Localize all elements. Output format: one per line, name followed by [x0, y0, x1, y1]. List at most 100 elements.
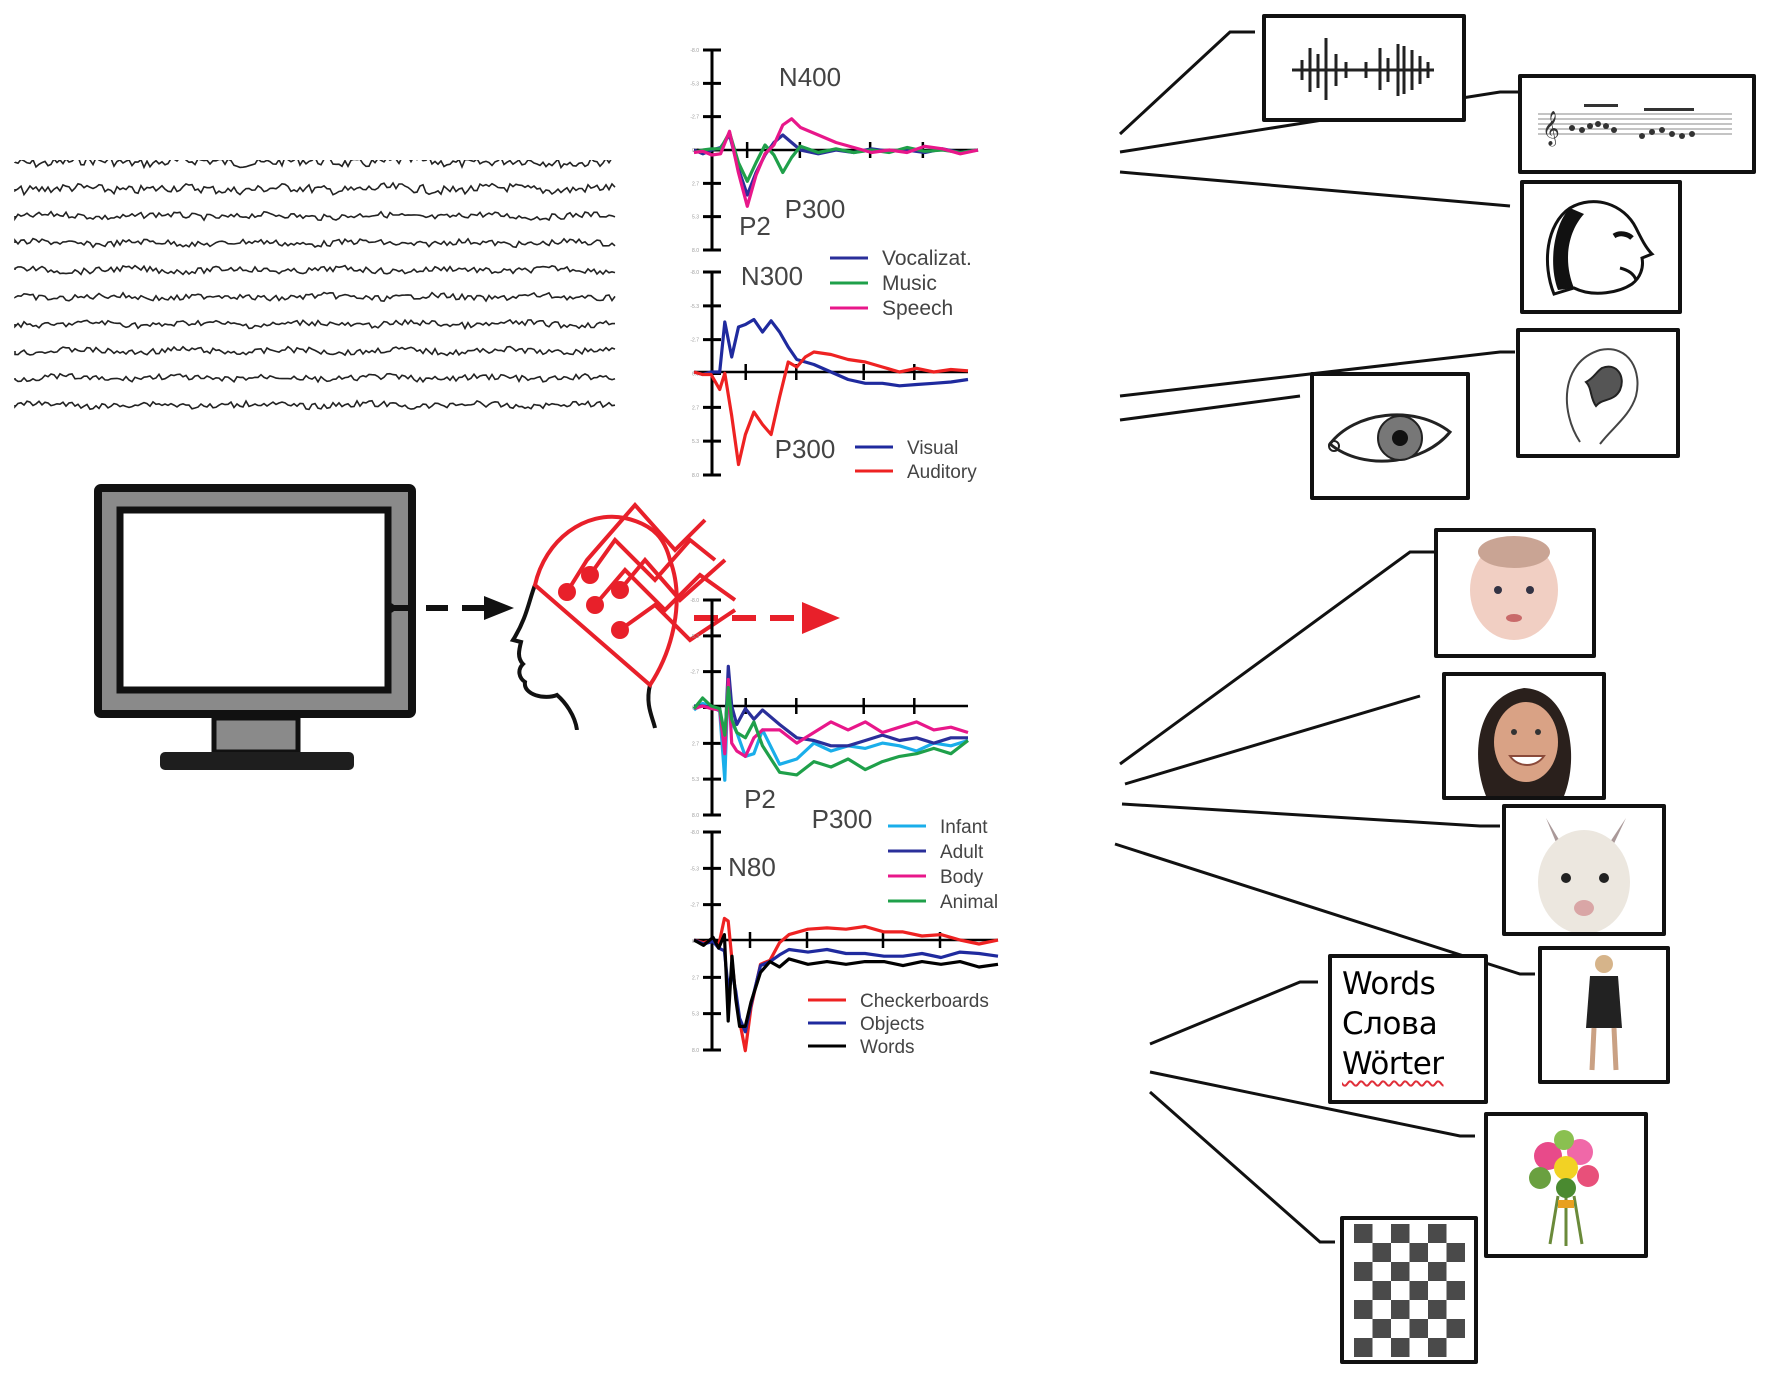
y-tick-label: 8.0 — [692, 813, 699, 819]
y-tick-label: -5.3 — [690, 866, 699, 872]
y-tick-label: -5.3 — [690, 81, 699, 87]
erp-chart-1: -8.0-5.3-2.70.02.75.38.0N400P2P300Vocali… — [690, 48, 979, 320]
y-tick-label: 8.0 — [692, 473, 699, 479]
annotation-p300: P300 — [775, 434, 836, 464]
legend-label: Speech — [882, 297, 953, 320]
checker-square — [1409, 1319, 1428, 1338]
eeg-traces-group — [14, 160, 616, 411]
stimulus-object — [1484, 1112, 1648, 1258]
infant-face-icon — [1470, 536, 1558, 640]
y-tick-label: 5.3 — [692, 777, 699, 783]
series-speech — [693, 117, 979, 208]
y-tick-label: -8.0 — [690, 598, 699, 604]
checker-square — [1354, 1262, 1373, 1281]
monitor-icon — [94, 484, 416, 770]
y-tick-label: 8.0 — [692, 248, 699, 254]
series-infant — [693, 673, 969, 782]
stimulus-speech-waveform — [1262, 14, 1466, 122]
eeg-trace — [14, 160, 612, 170]
series-animal — [692, 685, 969, 777]
eeg-cap-head-icon — [509, 501, 737, 730]
stimulus-infant-face — [1434, 528, 1596, 658]
connector-words — [1149, 980, 1318, 1046]
eeg-trace — [14, 399, 616, 411]
y-tick-label: -8.0 — [690, 48, 699, 54]
checker-square — [1428, 1300, 1447, 1319]
checkerboard-icon — [1354, 1224, 1465, 1357]
legend-label: Auditory — [907, 462, 977, 483]
y-tick-label: -2.7 — [690, 903, 699, 909]
legend-label: Objects — [860, 1014, 924, 1035]
checker-square — [1446, 1319, 1465, 1338]
series-auditory — [693, 350, 969, 467]
checker-square — [1428, 1338, 1447, 1357]
connector-music — [1119, 90, 1520, 154]
legend-label: Animal — [940, 892, 998, 913]
annotation-p2: P2 — [739, 211, 771, 241]
annotation-p2: P2 — [744, 784, 776, 814]
series-words — [693, 933, 999, 1028]
word-russian: Слова — [1342, 1006, 1438, 1042]
legend-label: Vocalizat. — [882, 247, 972, 270]
legend-label: Visual — [907, 438, 958, 459]
legend-label: Music — [882, 272, 937, 295]
eeg-trace — [14, 291, 616, 303]
eeg-trace — [14, 318, 615, 331]
checker-square — [1409, 1281, 1428, 1300]
stimulus-ear — [1516, 328, 1680, 458]
legend-label: Checkerboards — [860, 991, 989, 1012]
legend-label: Body — [940, 867, 984, 888]
y-tick-label: 5.3 — [692, 215, 699, 221]
stimulus-words: Words Слова Wörter — [1328, 954, 1488, 1104]
y-tick-label: -5.3 — [690, 304, 699, 310]
y-tick-label: -8.0 — [690, 830, 699, 836]
y-tick-label: 2.7 — [692, 181, 699, 187]
word-english: Words — [1342, 966, 1436, 1002]
word-german: Wörter — [1342, 1046, 1444, 1082]
checker-square — [1354, 1224, 1373, 1243]
y-tick-label: -5.3 — [690, 634, 699, 640]
legend-label: Adult — [940, 842, 984, 863]
connector-vocalizing-face — [1119, 170, 1511, 208]
annotation-p300: P300 — [812, 804, 873, 834]
annotation-n400: N400 — [779, 62, 841, 92]
annotation-n80: N80 — [728, 852, 776, 882]
y-tick-label: 0.0 — [692, 372, 699, 378]
eeg-trace — [14, 345, 616, 357]
annotation-p300: P300 — [785, 194, 846, 224]
stimulus-checkerboard — [1340, 1216, 1478, 1364]
eeg-trace — [14, 181, 616, 197]
series-body — [693, 677, 969, 758]
body-icon — [1586, 955, 1622, 1071]
eye-icon — [1327, 413, 1453, 463]
checker-square — [1391, 1338, 1410, 1357]
connector-adult — [1124, 694, 1421, 786]
eeg-trace — [14, 237, 616, 249]
legend-label: Words — [860, 1037, 915, 1058]
connector-object — [1149, 1070, 1475, 1138]
connector-speech-waveform — [1118, 30, 1255, 136]
stimulus-music-score: 𝄞 — [1518, 74, 1756, 174]
eeg-trace — [14, 372, 616, 384]
series-checkerboards — [693, 916, 999, 1053]
checker-square — [1391, 1300, 1410, 1319]
eeg-raw-traces — [14, 160, 616, 411]
stimulus-adult-face — [1442, 672, 1606, 800]
y-tick-label: 2.7 — [692, 975, 699, 981]
y-tick-label: 5.3 — [692, 1012, 699, 1018]
y-tick-label: 2.7 — [692, 405, 699, 411]
alpaca-icon — [1538, 818, 1630, 932]
connector-eye — [1119, 394, 1301, 422]
speech-waveform-icon — [1292, 38, 1434, 100]
svg-text:𝄞: 𝄞 — [1542, 111, 1560, 147]
checker-square — [1354, 1338, 1373, 1357]
y-tick-label: 5.3 — [692, 439, 699, 445]
y-tick-label: 2.7 — [692, 741, 699, 747]
vocalizing-face-icon — [1545, 200, 1655, 296]
y-tick-label: 8.0 — [692, 1048, 699, 1054]
legend-label: Infant — [940, 817, 988, 838]
y-tick-label: -8.0 — [690, 270, 699, 276]
annotation-n300: N300 — [741, 261, 803, 291]
